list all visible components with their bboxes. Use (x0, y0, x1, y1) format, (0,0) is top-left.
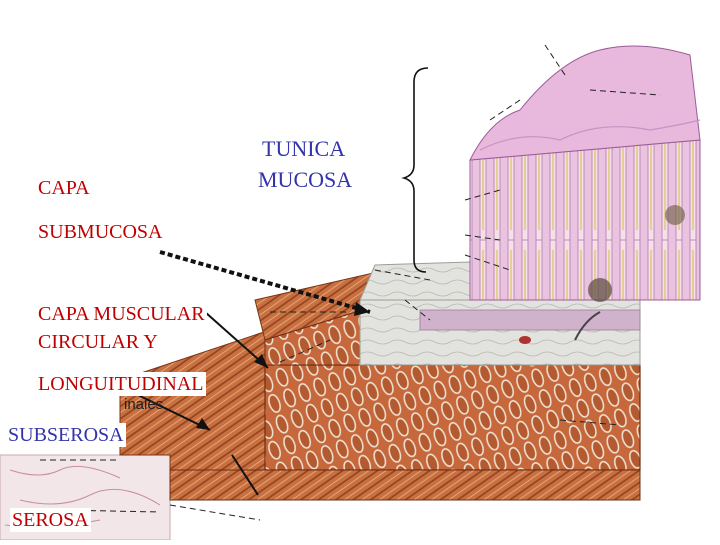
label-inales-fragment: inales (124, 396, 164, 413)
circular-muscle-lower (169, 469, 641, 501)
label-tunica: TUNICA (262, 136, 346, 161)
annotation-lines (40, 44, 661, 521)
label-subserosa: SUBSEROSA (6, 423, 126, 447)
label-capa-muscular: CAPA MUSCULAR (36, 302, 207, 326)
label-circular-y: CIRCULAR Y (36, 330, 160, 354)
mucosa-surface (469, 45, 701, 161)
circular-muscle-block (264, 364, 641, 471)
label-submucosa: SUBMUCOSA (38, 221, 163, 243)
submucosa-leader (159, 250, 371, 314)
label-capa: CAPA (38, 177, 90, 199)
mucosa-block (469, 139, 701, 301)
tunica-mucosa-brace (401, 67, 429, 273)
label-longitudinal: LONGUITUDINAL (36, 372, 206, 396)
label-serosa: SEROSA (10, 508, 91, 532)
subserosa-leader (137, 394, 211, 431)
serosa-leader (231, 454, 259, 496)
label-mucosa: MUCOSA (258, 167, 353, 192)
submucosa-strip (419, 309, 641, 331)
